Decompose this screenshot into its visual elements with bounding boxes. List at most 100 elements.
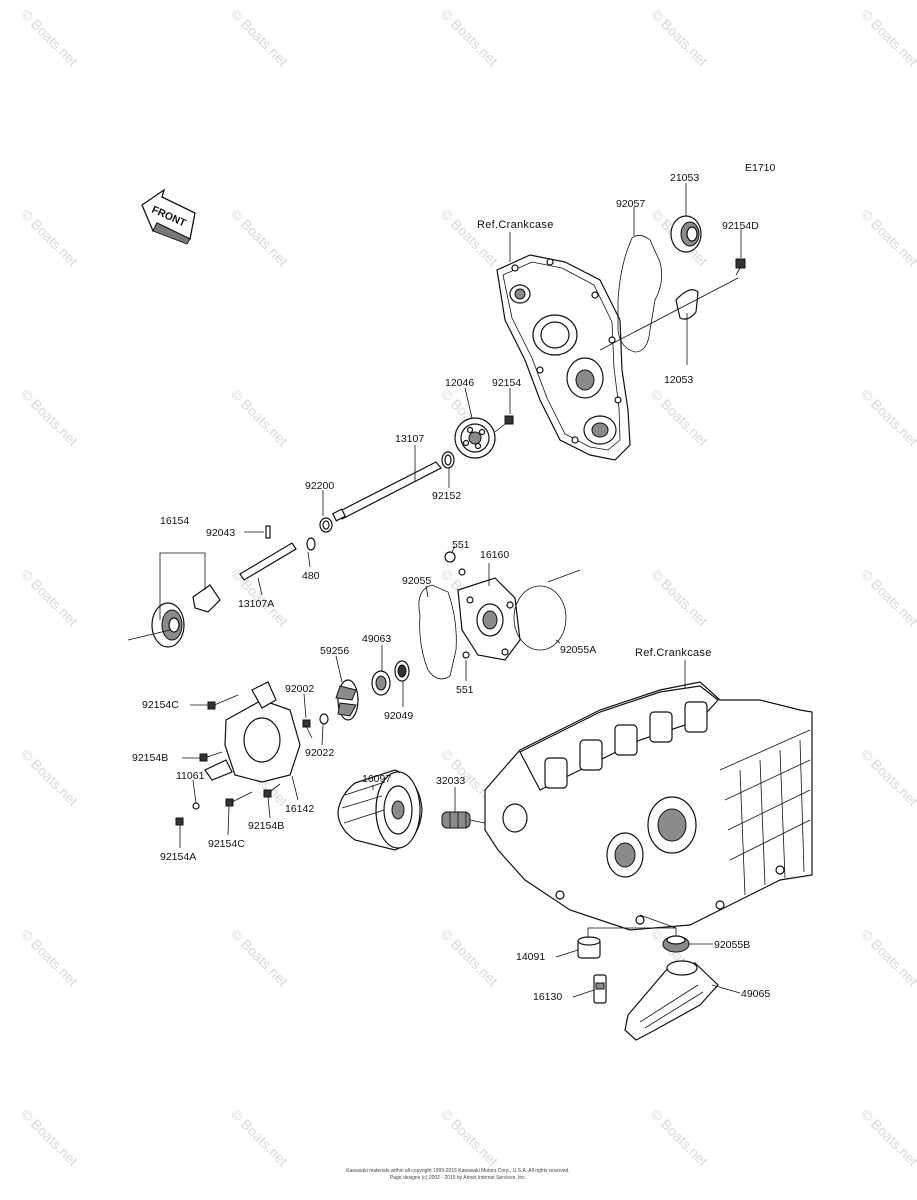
crankcase-lower	[484, 681, 813, 931]
part-label-12053: 12053	[664, 374, 693, 386]
part-label-92154B_bottom: 92154B	[248, 820, 284, 832]
part-92152-ring	[441, 451, 455, 469]
part-13107-shaft	[331, 461, 442, 522]
part-label-14091: 14091	[516, 951, 545, 963]
part-92043-pin	[265, 525, 271, 539]
copyright-line-2: Page designs (c) 2002 - 2015 by Arinet I…	[390, 1175, 526, 1181]
part-49063-seal	[371, 670, 391, 696]
watermark-text: © Boats.net	[18, 1106, 81, 1169]
watermark-text: © Boats.net	[18, 926, 81, 989]
crankcase-cover	[496, 254, 631, 461]
part-92154B-bolt-bottom	[263, 783, 281, 798]
part-label-551a: 551	[452, 539, 470, 551]
part-551-plug-top	[444, 551, 456, 563]
part-label-92154C_bottom: 92154C	[208, 838, 245, 850]
watermark-text: © Boats.net	[228, 926, 291, 989]
part-label-92055A: 92055A	[560, 644, 596, 656]
part-label-92154B_left: 92154B	[132, 752, 168, 764]
part-label-59256: 59256	[320, 645, 349, 657]
watermark-text: © Boats.net	[438, 926, 501, 989]
part-label-16154: 16154	[160, 515, 189, 527]
ref-crankcase-bottom-label: Ref.Crankcase	[635, 647, 712, 659]
watermark-text: © Boats.net	[228, 386, 291, 449]
watermark-text: © Boats.net	[858, 1106, 917, 1169]
watermark-text: © Boats.net	[228, 1106, 291, 1169]
part-13107A-shaft	[239, 542, 297, 581]
watermark-text: © Boats.net	[648, 566, 711, 629]
part-label-12046: 12046	[445, 377, 474, 389]
part-32033-fitting	[441, 811, 471, 829]
part-label-92055: 92055	[402, 575, 431, 587]
part-92057-gasket	[617, 235, 663, 353]
part-92154D-bolt	[735, 258, 746, 276]
watermark-text: © Boats.net	[228, 206, 291, 269]
watermark-text: © Boats.net	[18, 206, 81, 269]
watermark-text: © Boats.net	[858, 386, 917, 449]
watermark-text: © Boats.net	[858, 926, 917, 989]
part-label-21053: 21053	[670, 172, 699, 184]
part-16130-sensor	[593, 974, 607, 1004]
part-92022-washer	[319, 713, 329, 725]
watermark-text: © Boats.net	[438, 206, 501, 269]
watermark-text: © Boats.net	[18, 386, 81, 449]
copyright-line-1: Kawasaki materials within all copyright …	[346, 1168, 569, 1174]
part-16160-pump-body	[457, 577, 521, 661]
part-92154C-bolt-bottom	[225, 791, 253, 807]
part-label-16160: 16160	[480, 549, 509, 561]
part-label-16097: 16097	[362, 773, 391, 785]
part-59256-impeller	[335, 679, 359, 721]
ref-crankcase-top-label: Ref.Crankcase	[477, 219, 554, 231]
part-480-circlip	[306, 537, 316, 551]
part-label-32033: 32033	[436, 775, 465, 787]
part-label-49063: 49063	[362, 633, 391, 645]
part-16154-pump-rotor	[151, 552, 221, 648]
watermark-text: © Boats.net	[858, 6, 917, 69]
part-label-92154D: 92154D	[722, 220, 759, 232]
part-92154A-bolt	[175, 817, 184, 826]
watermark-text: © Boats.net	[648, 386, 711, 449]
part-92200-washer	[319, 517, 333, 533]
watermark-text: © Boats.net	[18, 746, 81, 809]
part-label-551b: 551	[456, 684, 474, 696]
part-12046-sprocket	[454, 417, 496, 459]
part-92055A-oring	[513, 585, 567, 651]
part-label-11061: 11061	[176, 770, 205, 782]
watermark-text: © Boats.net	[228, 6, 291, 69]
part-label-13107A: 13107A	[238, 598, 274, 610]
part-label-92154A: 92154A	[160, 851, 196, 863]
part-label-16142: 16142	[285, 803, 314, 815]
part-label-49065: 49065	[741, 988, 770, 1000]
part-16142-pump-cover	[204, 681, 301, 783]
leader-lines	[179, 183, 742, 998]
part-16097-oil-filter	[337, 769, 423, 851]
part-label-92057: 92057	[616, 198, 645, 210]
part-label-92022: 92022	[305, 747, 334, 759]
watermark-text: © Boats.net	[858, 566, 917, 629]
part-21053-oil-seal	[670, 215, 702, 253]
part-label-13107: 13107	[395, 433, 424, 445]
watermark-text: © Boats.net	[858, 746, 917, 809]
part-92154C-bolt-top	[207, 694, 239, 710]
part-551-plug-bottom	[462, 651, 470, 659]
part-92154B-bolt-left	[199, 751, 223, 762]
part-92049-seal	[394, 660, 410, 682]
part-label-92043: 92043	[206, 527, 235, 539]
part-label-92154C_top: 92154C	[142, 699, 179, 711]
watermark-text: © Boats.net	[858, 206, 917, 269]
part-92055B-oring	[662, 935, 690, 953]
watermark-text: © Boats.net	[648, 1106, 711, 1169]
part-label-16130: 16130	[533, 991, 562, 1003]
part-49065-strainer	[624, 960, 719, 1041]
part-92055-gasket	[418, 584, 457, 680]
watermark-text: © Boats.net	[648, 6, 711, 69]
part-92002-bolt	[302, 719, 313, 739]
part-92154-bolt	[494, 415, 514, 433]
part-label-92055B: 92055B	[714, 939, 750, 951]
diagram-code: E1710	[745, 162, 776, 174]
watermark-text: © Boats.net	[18, 6, 81, 69]
part-label-92049: 92049	[384, 710, 413, 722]
part-label-480: 480	[302, 570, 320, 582]
